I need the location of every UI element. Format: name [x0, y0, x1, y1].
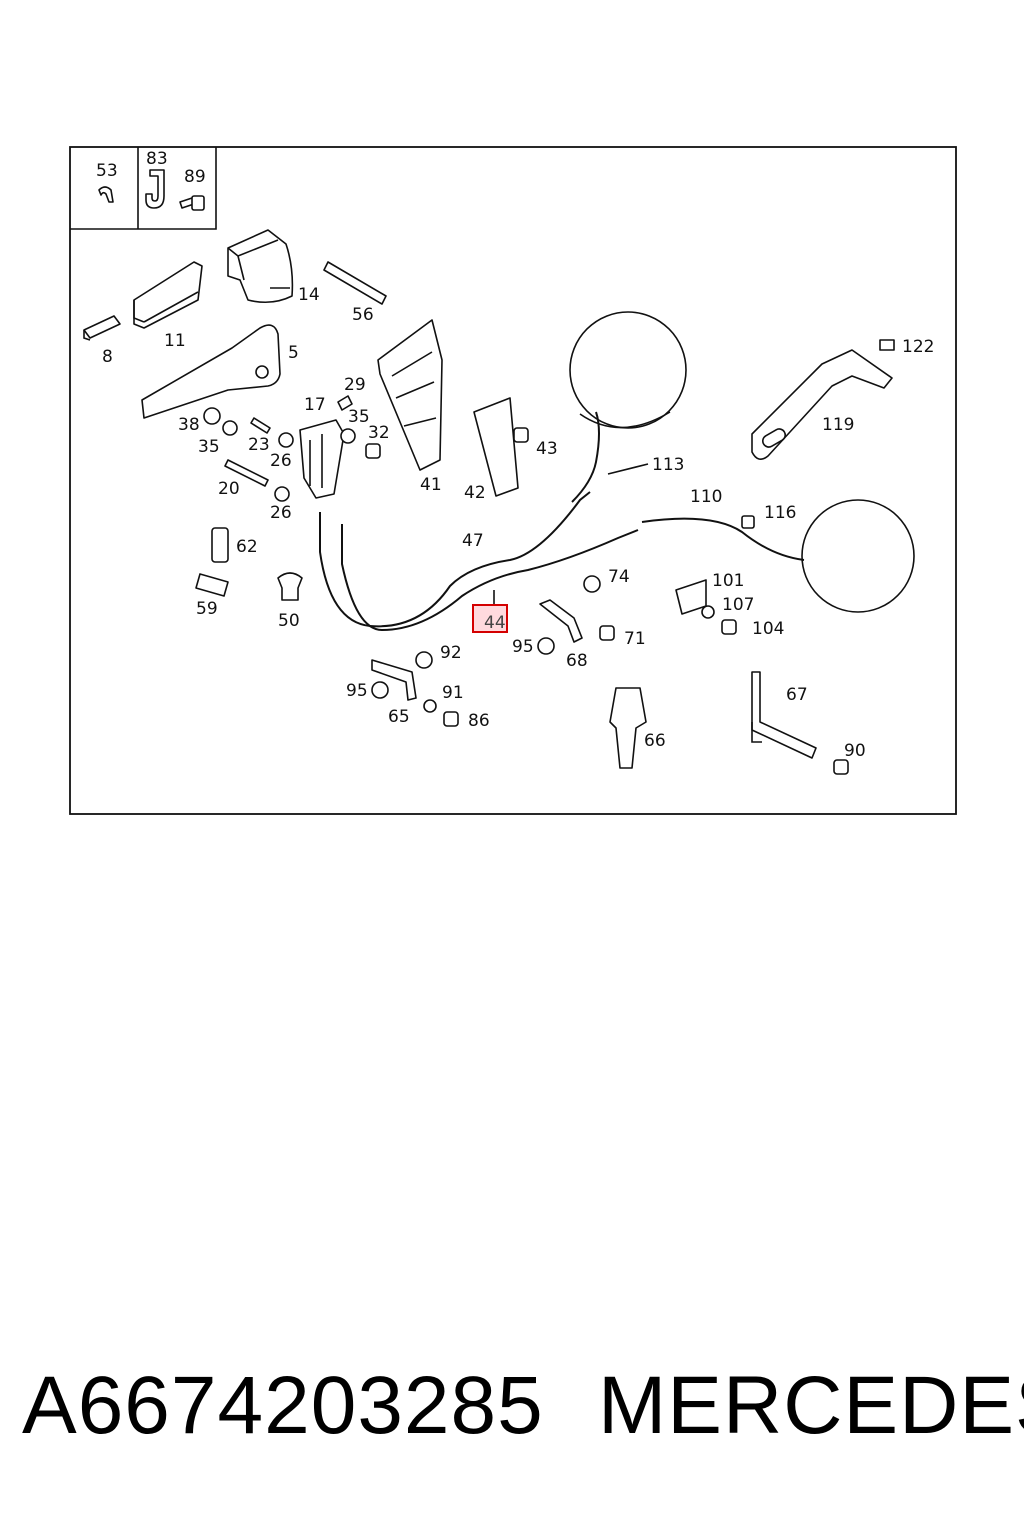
label-74: 74 [608, 567, 630, 587]
label-91: 91 [442, 683, 464, 703]
label-107: 107 [722, 595, 754, 615]
bracket-119-slot [762, 428, 786, 448]
label-65: 65 [388, 707, 410, 727]
bolt-89-head [191, 195, 205, 211]
inset-label-53: 53 [96, 161, 118, 181]
clamp-83-shape [145, 169, 165, 209]
washer-91-shape [423, 699, 437, 713]
label-42: 42 [464, 483, 486, 503]
tank-113-shape [569, 311, 687, 429]
label-56: 56 [352, 305, 374, 325]
label-43: 43 [536, 439, 558, 459]
nut-95a-shape [537, 637, 555, 655]
label-26b: 26 [270, 503, 292, 523]
label-116: 116 [764, 503, 796, 523]
label-95a: 95 [512, 637, 534, 657]
cable-44-path [341, 524, 639, 632]
highlight-44-box [472, 604, 508, 633]
label-66: 66 [644, 731, 666, 751]
label-59: 59 [196, 599, 218, 619]
pad-8-shape [83, 315, 121, 339]
nut-92-shape [415, 651, 433, 669]
label-92: 92 [440, 643, 462, 663]
inset-label-83: 83 [146, 149, 168, 169]
inset-label-89: 89 [184, 167, 206, 187]
label-122: 122 [902, 337, 934, 357]
grommet-50-shape [277, 572, 303, 601]
label-119: 119 [822, 415, 854, 435]
label-5: 5 [288, 343, 299, 363]
label-104: 104 [752, 619, 784, 639]
label-67: 67 [786, 685, 808, 705]
cable-47-path [319, 491, 591, 628]
label-29: 29 [344, 375, 366, 395]
label-35a: 35 [348, 407, 370, 427]
label-62: 62 [236, 537, 258, 557]
inset-box [70, 147, 217, 230]
plate-42-shape [473, 397, 519, 497]
washer-107-shape [701, 605, 715, 619]
arm-5-hole [255, 365, 269, 379]
diagram-frame [69, 146, 957, 815]
sleeve-59-shape [195, 573, 229, 597]
label-38: 38 [178, 415, 200, 435]
bracket-68-shape [539, 599, 583, 643]
bracket-119-shape [751, 349, 893, 460]
bolt-20-shape [224, 459, 269, 487]
bolt-104-shape [721, 619, 737, 635]
tank-110-shape [801, 499, 915, 613]
washer-26b-shape [274, 486, 290, 502]
label-41: 41 [420, 475, 442, 495]
label-90: 90 [844, 741, 866, 761]
bolt-86-shape [443, 711, 459, 727]
bracket-65-shape [371, 659, 417, 701]
label-35b: 35 [198, 437, 220, 457]
bolt-90-shape [833, 759, 849, 775]
washer-35b-shape [340, 428, 356, 444]
bracket-11-shape [133, 261, 203, 329]
label-50: 50 [278, 611, 300, 631]
clip-29-shape [337, 395, 353, 411]
arm-5-shape [141, 324, 281, 419]
label-32: 32 [368, 423, 390, 443]
label-68: 68 [566, 651, 588, 671]
nut-74-shape [583, 575, 601, 593]
label-95b: 95 [346, 681, 368, 701]
label-8: 8 [102, 347, 113, 367]
plug-43-shape [513, 427, 529, 443]
panel-41-shape [377, 319, 443, 471]
label-17: 17 [304, 395, 326, 415]
washer-26a-shape [278, 432, 294, 448]
bolt-71-shape [599, 625, 615, 641]
bracket-101-shape [675, 579, 707, 615]
label-110: 110 [690, 487, 722, 507]
label-86: 86 [468, 711, 490, 731]
bolt-116-shape [741, 515, 755, 529]
label-44: 44 [484, 613, 506, 633]
parts-diagram: 53 83 89 14 56 11 8 5 122 29 17 38 35 32… [69, 146, 957, 815]
bracket-66-shape [609, 687, 647, 769]
part-number-text: A6674203285 [22, 1360, 544, 1451]
nut-38-shape [203, 407, 221, 425]
rod-56-shape [323, 261, 387, 305]
cover-14-shape [227, 229, 294, 304]
bolt-32-shape [365, 443, 381, 459]
label-11: 11 [164, 331, 186, 351]
label-101: 101 [712, 571, 744, 591]
fitting-62-shape [211, 527, 229, 563]
label-14: 14 [298, 285, 320, 305]
label-113: 113 [652, 455, 684, 475]
nut-95b-shape [371, 681, 389, 699]
clip-53-shape [98, 186, 114, 203]
washer-35a-shape [222, 420, 238, 436]
label-26a: 26 [270, 451, 292, 471]
brand-text: MERCEDES [598, 1360, 1024, 1451]
bolt-23-shape [250, 417, 271, 434]
label-20: 20 [218, 479, 240, 499]
label-23: 23 [248, 435, 270, 455]
bushing-122-shape [879, 339, 895, 351]
label-47: 47 [462, 531, 484, 551]
label-71: 71 [624, 629, 646, 649]
